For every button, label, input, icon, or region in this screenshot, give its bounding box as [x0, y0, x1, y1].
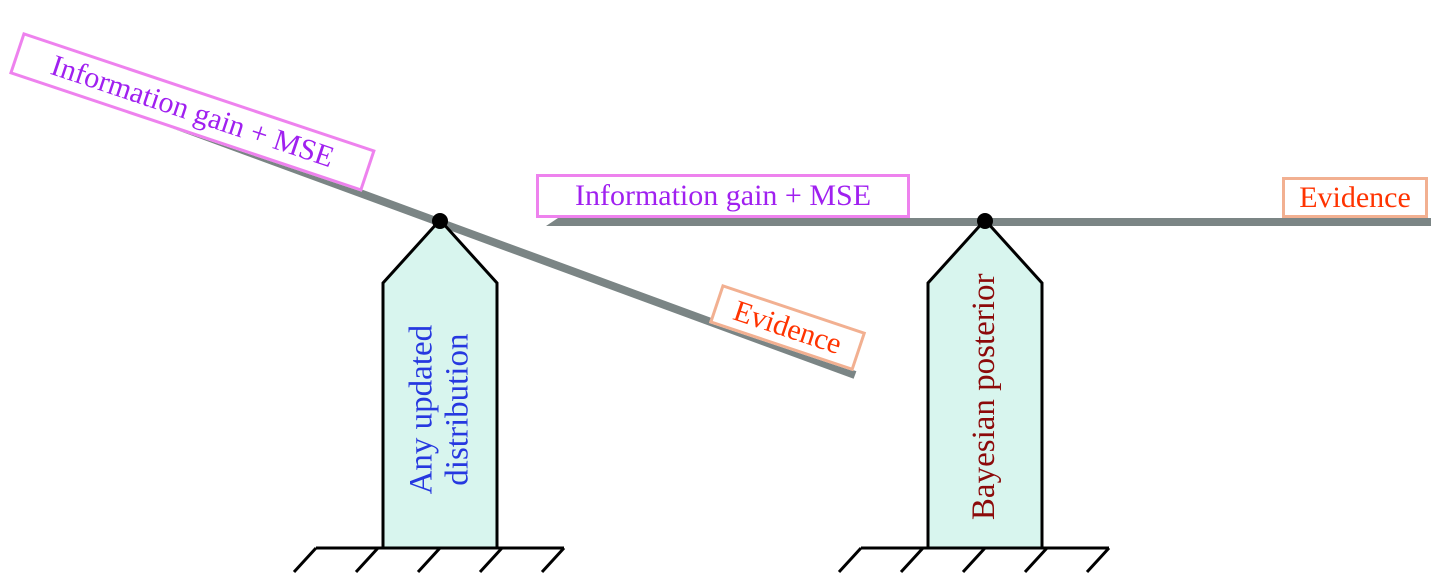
left-pedestal-label-line2: distribution — [439, 333, 475, 486]
right-pedestal-label: Bayesian posterior — [966, 273, 1003, 521]
right-ground — [837, 546, 1111, 574]
right-info-gain-mse-label: Information gain + MSE — [536, 174, 910, 218]
left-pivot-dot — [432, 213, 448, 229]
right-pivot-dot — [977, 213, 993, 229]
left-ground — [292, 546, 566, 574]
left-pedestal-label: Any updated distribution — [403, 260, 475, 560]
right-evidence-label: Evidence — [1282, 177, 1428, 218]
left-pedestal-label-line1: Any updated — [403, 324, 440, 495]
